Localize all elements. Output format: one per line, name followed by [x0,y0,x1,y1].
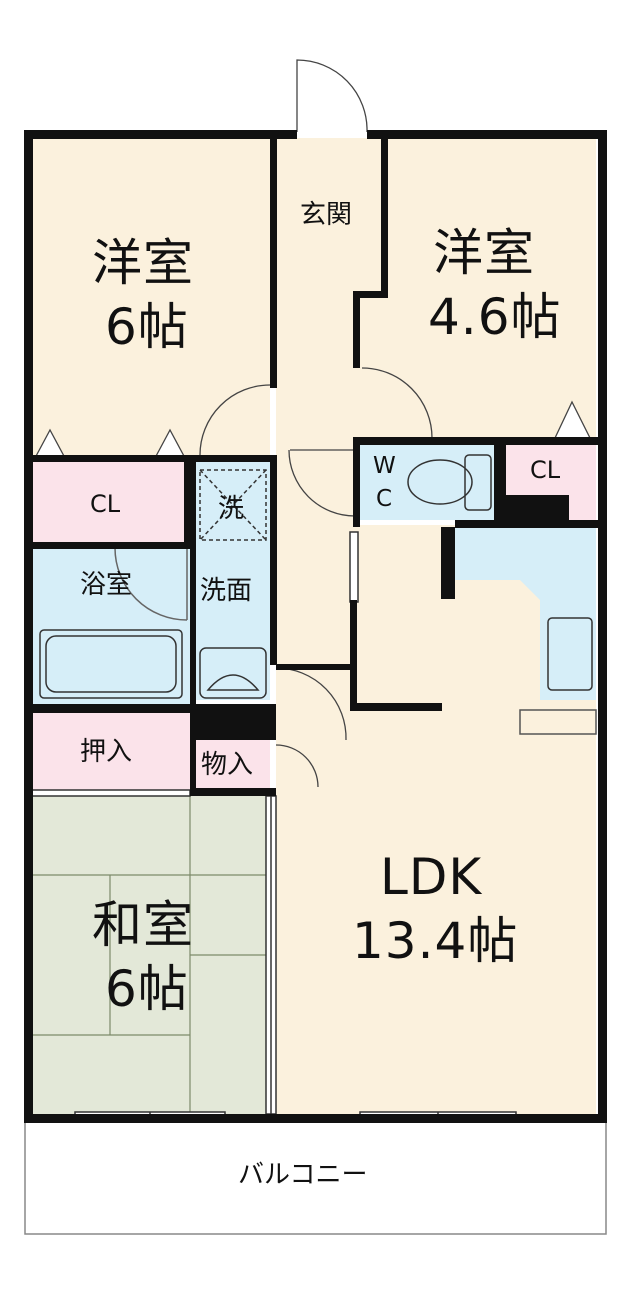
japanese-size: 6帖 [105,960,189,1018]
ldk-name: LDK [380,848,483,906]
storage-label: 物入 [201,750,254,780]
bathtub [39,629,183,699]
room-bathroom [30,548,190,706]
room-wc [356,443,498,520]
western-46-name: 洋室 [433,224,535,282]
bathroom-label: 浴室 [80,570,133,600]
entrance-label: 玄関 [300,200,353,230]
balcony [24,1121,607,1235]
japanese-name: 和室 [92,896,194,954]
kitchen-counter [455,528,596,700]
walls [24,130,607,1123]
wc-label-c: C [376,486,393,512]
floor-fills [24,138,607,1235]
kitchen-shelf [519,709,597,735]
western-6-name: 洋室 [92,234,194,292]
wash-basin [199,647,267,699]
wc-label-w: W [373,453,396,479]
balcony-label: バルコニー [238,1160,368,1190]
closet-right-label: CL [530,456,561,484]
oshiire-label: 押入 [80,737,133,767]
ldk-size: 13.4帖 [352,912,519,970]
washing-machine-pan [199,469,267,541]
western-6-size: 6帖 [105,298,189,356]
closet-left-label: CL [90,490,121,518]
room-western-6 [30,138,270,458]
room-washroom [196,462,270,700]
kitchen-sink [547,617,593,691]
toilet-bowl [407,459,473,505]
room-closet-left [30,462,190,542]
toilet-tank [464,454,492,511]
room-western-4-6 [356,138,596,438]
western-46-size: 4.6帖 [428,288,562,346]
fixtures [39,454,593,699]
washing-machine-label: 洗 [218,494,245,524]
room-entrance [276,138,381,296]
room-oshiire [30,712,190,792]
tatami-lines [30,796,270,1114]
washroom-label: 洗面 [200,576,253,606]
room-storage [196,740,270,788]
